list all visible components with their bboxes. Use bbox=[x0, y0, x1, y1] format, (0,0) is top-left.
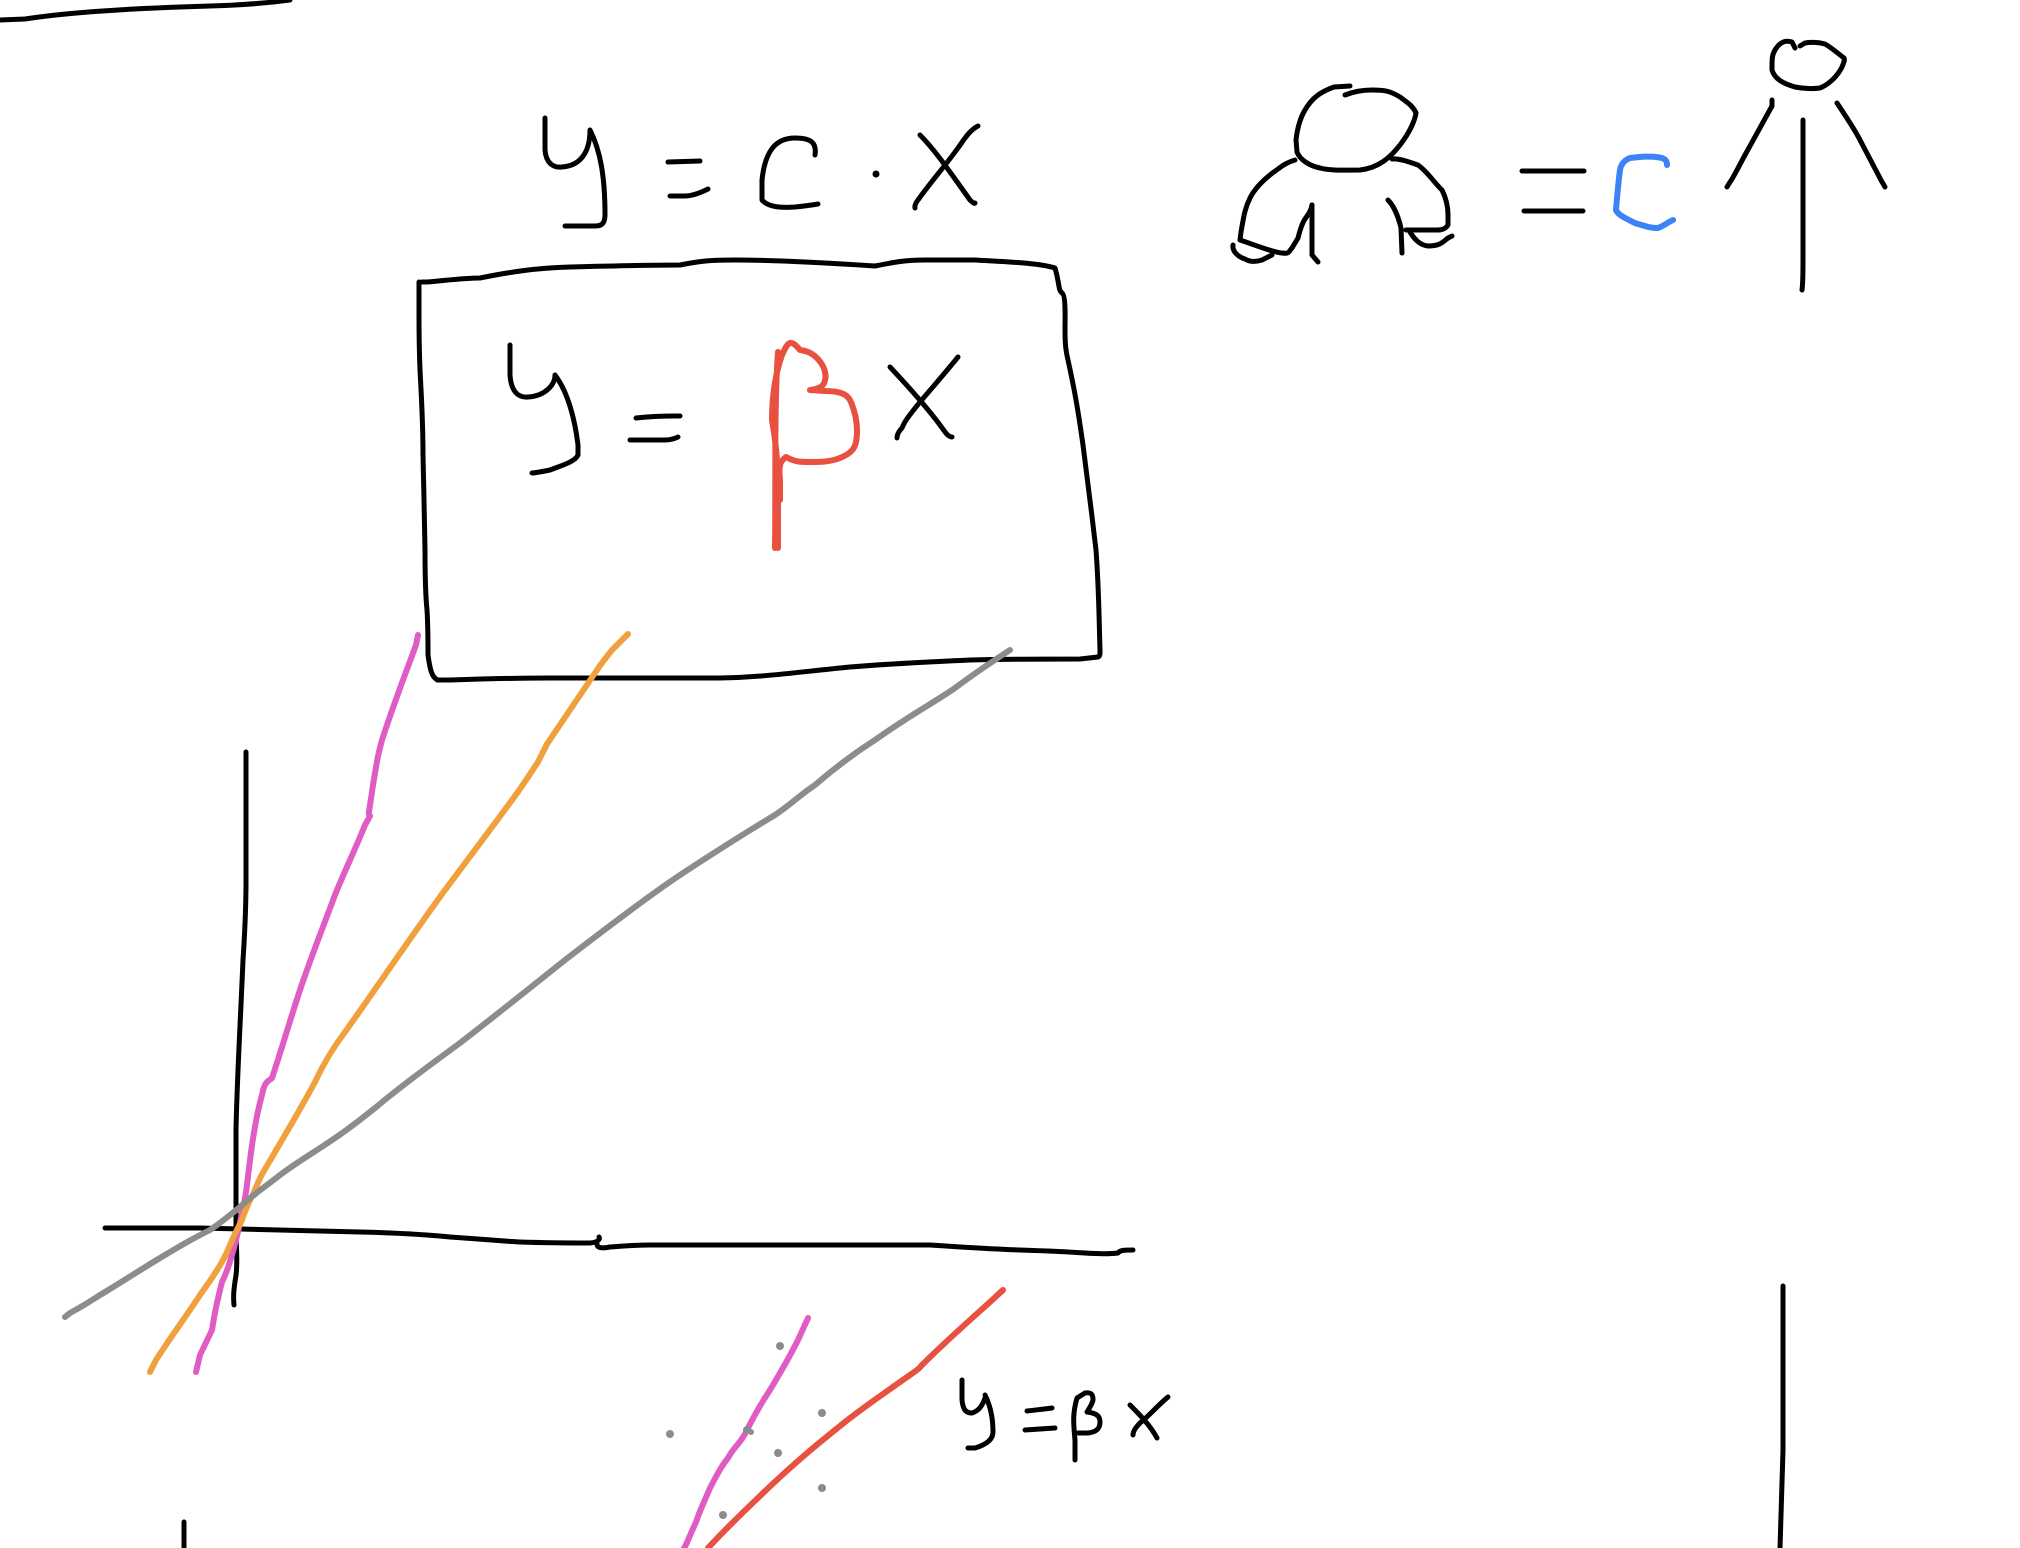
scatter-dot bbox=[719, 1511, 727, 1519]
top-eq-x-letter bbox=[912, 123, 981, 211]
line-plot bbox=[62, 631, 1136, 1375]
boxed-eq-equals-sign bbox=[627, 413, 683, 443]
pink-line bbox=[193, 632, 421, 1375]
gray-line bbox=[62, 647, 1013, 1320]
dial-knob-right-shoulder bbox=[1389, 156, 1451, 233]
top-eq-equals-sign bbox=[665, 158, 711, 199]
equation-box bbox=[416, 257, 1103, 683]
dial-knob-left-base bbox=[1230, 202, 1321, 265]
up-arrow-shaft bbox=[1799, 117, 1806, 293]
scatter-dot bbox=[818, 1409, 826, 1417]
up-arrow-icon bbox=[1724, 38, 1888, 293]
up-arrow-right-wing bbox=[1834, 100, 1888, 190]
scatter-dot bbox=[666, 1430, 674, 1438]
bottom-pink-line bbox=[681, 1315, 811, 1548]
y-axis bbox=[231, 749, 249, 1308]
up-arrow-left-wing bbox=[1724, 97, 1775, 190]
orange-line bbox=[147, 631, 631, 1375]
bottom-right-vertical-stroke bbox=[1777, 1283, 1786, 1548]
equation-small-y-equals-beta-x bbox=[959, 1377, 1171, 1463]
equation-y-equals-c-dot-x bbox=[542, 115, 981, 229]
dial-eq-c-letter bbox=[1613, 153, 1676, 231]
small-eq-x-letter bbox=[1127, 1394, 1171, 1441]
bottom-red-line bbox=[705, 1287, 1006, 1548]
dial-equation bbox=[1519, 153, 1676, 231]
dial-eq-equals-sign bbox=[1519, 168, 1587, 214]
small-eq-beta-letter bbox=[1071, 1390, 1103, 1463]
small-eq-y-letter bbox=[959, 1377, 996, 1451]
small-eq-equals-sign bbox=[1022, 1405, 1058, 1433]
dial-knob-left-shoulder bbox=[1237, 157, 1315, 256]
boxed-eq-x-letter bbox=[887, 354, 961, 441]
equation-y-equals-beta-x bbox=[507, 339, 961, 551]
scatter-dot bbox=[748, 1429, 754, 1435]
boxed-eq-beta-letter bbox=[769, 339, 860, 551]
bottom-sketch bbox=[666, 1287, 1171, 1548]
top-eq-y-letter bbox=[542, 115, 608, 229]
boxed-eq-y-letter bbox=[507, 342, 581, 476]
scatter-dot bbox=[774, 1449, 782, 1457]
up-arrow-head bbox=[1769, 38, 1847, 92]
dial-knob-top bbox=[1293, 83, 1419, 173]
top-eq-multiply-dot bbox=[872, 170, 880, 178]
dial-knob-icon bbox=[1230, 83, 1455, 265]
scatter-dot bbox=[818, 1484, 826, 1492]
top-left-stroke bbox=[0, 0, 293, 23]
x-axis bbox=[102, 1225, 1136, 1257]
top-eq-c-letter bbox=[759, 135, 821, 210]
dial-knob-right-base bbox=[1385, 197, 1455, 256]
scatter-dot bbox=[776, 1342, 784, 1350]
